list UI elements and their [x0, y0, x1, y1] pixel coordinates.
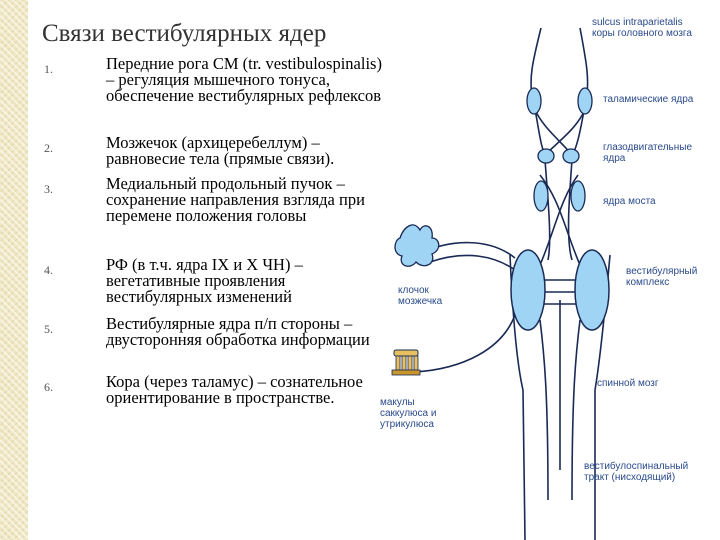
flocculus-path: [429, 254, 519, 273]
mlf-cross: [539, 174, 581, 266]
mlf-right: [567, 159, 573, 261]
label-sulcus-2: коры головного мозга: [592, 28, 692, 39]
spinal-cord-left-edge: [509, 254, 526, 540]
list-number: 3.: [44, 182, 53, 196]
label-flocculus-2: мозжечка: [398, 296, 443, 307]
list-number: 1.: [44, 62, 53, 76]
label-tract-2: тракт (нисходящий): [584, 472, 675, 483]
list-number: 6.: [44, 380, 53, 394]
thalamic-nucleus-right: [577, 87, 593, 115]
mlf-left: [544, 159, 551, 261]
label-maculae-3: утрикулюса: [380, 419, 434, 430]
list-item-5: Вестибулярные ядра п/п стороны – двустор…: [106, 314, 370, 349]
flocculus-shape: [394, 224, 440, 267]
pons-nucleus-right: [570, 180, 586, 212]
maculae-receptor-icon: [391, 349, 421, 376]
label-tract: вестибулоспинальный: [584, 460, 688, 472]
label-spinal-cord: спинной мозг: [597, 378, 659, 389]
oculomotor-nucleus-left: [537, 148, 555, 164]
pons-nucleus-left: [533, 180, 549, 212]
maculae-path: [407, 314, 516, 373]
label-maculae: макулы: [380, 397, 415, 408]
list-item-4: РФ (в т.ч. ядра IX и X ЧН) – вегетативны…: [106, 255, 303, 306]
mlf-cross: [539, 174, 579, 266]
vestibular-complex-left: [510, 249, 546, 331]
vestibular-complex-right: [574, 249, 610, 331]
label-sulcus: sulcus intraparietalis: [592, 17, 683, 28]
list-number: 5.: [44, 322, 53, 336]
label-pons: ядра моста: [603, 196, 656, 207]
list-item-3: Медиальный продольный пучок – сохранение…: [106, 174, 365, 225]
label-flocculus: клочок: [398, 285, 430, 296]
decorative-stripe: [0, 0, 28, 540]
slide-title: Связи вестибулярных ядер: [42, 20, 327, 47]
label-vestibular-complex: вестибулярный: [626, 265, 697, 277]
list-item-2: Мозжечок (архицеребеллум) – равновесие т…: [106, 133, 335, 168]
label-oculomotor-2: ядра: [603, 153, 626, 164]
label-vestibular-complex-2: комплекс: [626, 277, 669, 288]
descending-left: [539, 319, 549, 501]
list-item-6: Кора (через таламус) – сознательное орие…: [106, 372, 363, 407]
descending-right: [571, 319, 581, 501]
label-maculae-2: саккулюса и: [380, 408, 436, 419]
list-number: 2.: [44, 141, 53, 155]
label-thalamic: таламические ядра: [603, 94, 694, 105]
list-item-1: Передние рога СМ (tr. vestibulospinalis)…: [106, 54, 382, 105]
spinal-cord-right-edge: [594, 254, 611, 540]
thalamic-nucleus-left: [526, 87, 542, 115]
oculomotor-nucleus-right: [562, 148, 580, 164]
label-oculomotor: глазодвигательные: [603, 142, 692, 153]
list-number: 4.: [44, 263, 53, 277]
cross-path: [534, 109, 573, 156]
